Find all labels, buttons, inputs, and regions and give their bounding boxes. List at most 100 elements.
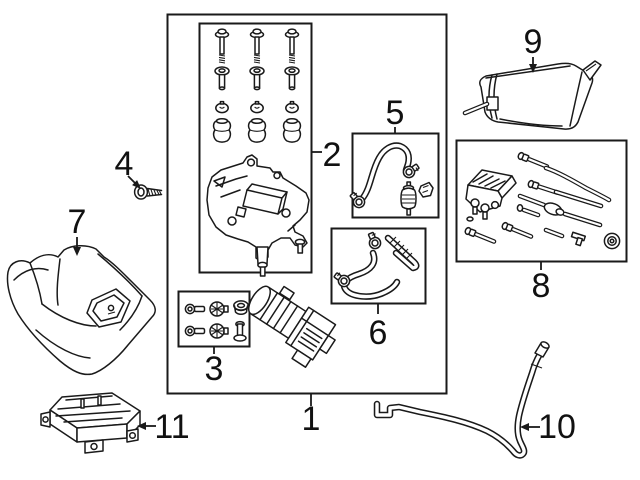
hose-fill	[375, 352, 542, 458]
callout-6-label[interactable]: 6	[369, 314, 388, 352]
callout-7-label[interactable]: 7	[68, 203, 87, 241]
valve-port	[480, 203, 490, 213]
screw-threads	[147, 188, 162, 197]
stud-bolt	[233, 320, 247, 342]
long-bolt	[249, 28, 265, 64]
callout-9-label[interactable]: 9	[524, 23, 543, 61]
part-long-hose-drawing	[373, 341, 550, 459]
shoulder-bolt	[249, 66, 265, 91]
air-line-short	[501, 222, 532, 240]
module-mount-tab	[84, 439, 104, 454]
callout-4-label[interactable]: 4	[115, 145, 134, 183]
bracket-boss-edges	[246, 189, 288, 215]
bracket-left-leg	[256, 246, 269, 265]
pump-details	[290, 309, 330, 352]
callout-8-label[interactable]: 8	[532, 267, 551, 305]
pump-port	[318, 334, 336, 355]
bracket-stud	[297, 243, 304, 254]
rubber-bushing	[212, 117, 232, 143]
group-box-8	[455, 139, 628, 263]
group-box-5	[351, 132, 440, 219]
module-peg	[97, 395, 102, 406]
callout-3: 3	[205, 347, 224, 388]
part-screw-drawing	[133, 184, 163, 200]
callout-2-label[interactable]: 2	[323, 136, 342, 174]
bracket-hole	[281, 208, 291, 218]
bracket-hole	[227, 216, 237, 226]
cap-grommet	[233, 300, 249, 315]
callout-8: 8	[532, 262, 551, 305]
tank-mount-tab	[582, 60, 602, 81]
part-fastener-kit-drawing	[184, 300, 249, 342]
grommet	[250, 100, 264, 114]
part-control-module-drawing	[40, 392, 141, 454]
bracket-hole	[246, 158, 256, 167]
hose-fill	[360, 143, 411, 201]
tank-bottom-seam	[499, 118, 563, 127]
arrowhead	[137, 422, 146, 430]
valve-nub	[466, 216, 474, 222]
callout-11-label[interactable]: 11	[154, 408, 189, 446]
part-mounting-hardware	[212, 28, 302, 143]
long-bolt	[214, 28, 230, 64]
long-bolt	[284, 28, 300, 64]
cover-boss	[86, 288, 131, 328]
callout-9: 9	[524, 23, 543, 73]
module-peg	[80, 398, 85, 409]
pump-foot	[291, 349, 312, 368]
air-line-long	[517, 152, 612, 203]
callout-10-label[interactable]: 10	[538, 408, 576, 446]
valve-block-ribs	[472, 173, 506, 189]
air-line-with-coupling	[517, 193, 603, 228]
motor-end-cap	[247, 285, 271, 316]
rubber-bushing	[247, 117, 267, 143]
callout-5-label[interactable]: 5	[386, 94, 405, 132]
group-box-3	[177, 290, 251, 348]
part-compressor-drawing	[247, 285, 337, 368]
small-nipple	[516, 204, 541, 218]
shoulder-bolt	[284, 66, 300, 91]
retainer-clip	[418, 181, 434, 198]
callout-1-label[interactable]: 1	[302, 400, 321, 438]
air-line-straight	[527, 180, 604, 209]
callout-7: 7	[68, 203, 87, 256]
grommet	[215, 100, 229, 114]
bracket-detail	[215, 175, 296, 232]
module-mount-tab	[40, 411, 51, 428]
group-box-2	[198, 22, 313, 274]
valve-port	[490, 200, 500, 210]
hose-clamp	[367, 231, 382, 250]
arrowhead	[529, 64, 537, 73]
cover-floor-lines	[35, 295, 143, 359]
module-front-face	[76, 423, 128, 443]
screw-head-inner	[137, 187, 145, 197]
tank-pin-and-rod	[462, 96, 499, 116]
callout-6: 6	[369, 304, 388, 352]
valve-port	[470, 198, 480, 208]
part-hose-filter-drawing	[348, 142, 434, 216]
motor-ribs	[259, 292, 299, 334]
callout-1: 1	[302, 394, 321, 438]
flat-screw	[184, 325, 206, 337]
knurled-nut	[209, 301, 229, 317]
grommet-ring	[603, 232, 621, 250]
part-reservoir-tank-drawing	[462, 60, 602, 130]
screw-shaft	[146, 187, 163, 197]
callout-5: 5	[386, 94, 405, 133]
arrowhead	[520, 423, 529, 431]
flat-screw	[184, 303, 206, 315]
callout-3-label[interactable]: 3	[205, 350, 224, 388]
bracket-stud	[259, 266, 266, 277]
shoulder-bolt	[214, 66, 230, 91]
rubber-bushing	[282, 117, 302, 143]
tank-body	[479, 62, 594, 130]
part-mount-bracket-drawing	[206, 154, 310, 277]
valve-nipple	[482, 211, 488, 220]
callout-2: 2	[312, 136, 341, 174]
part-cover-drawing	[6, 245, 156, 376]
tank-top-edge	[485, 65, 571, 79]
module-top-details	[55, 395, 131, 423]
knurled-nut	[209, 323, 229, 339]
